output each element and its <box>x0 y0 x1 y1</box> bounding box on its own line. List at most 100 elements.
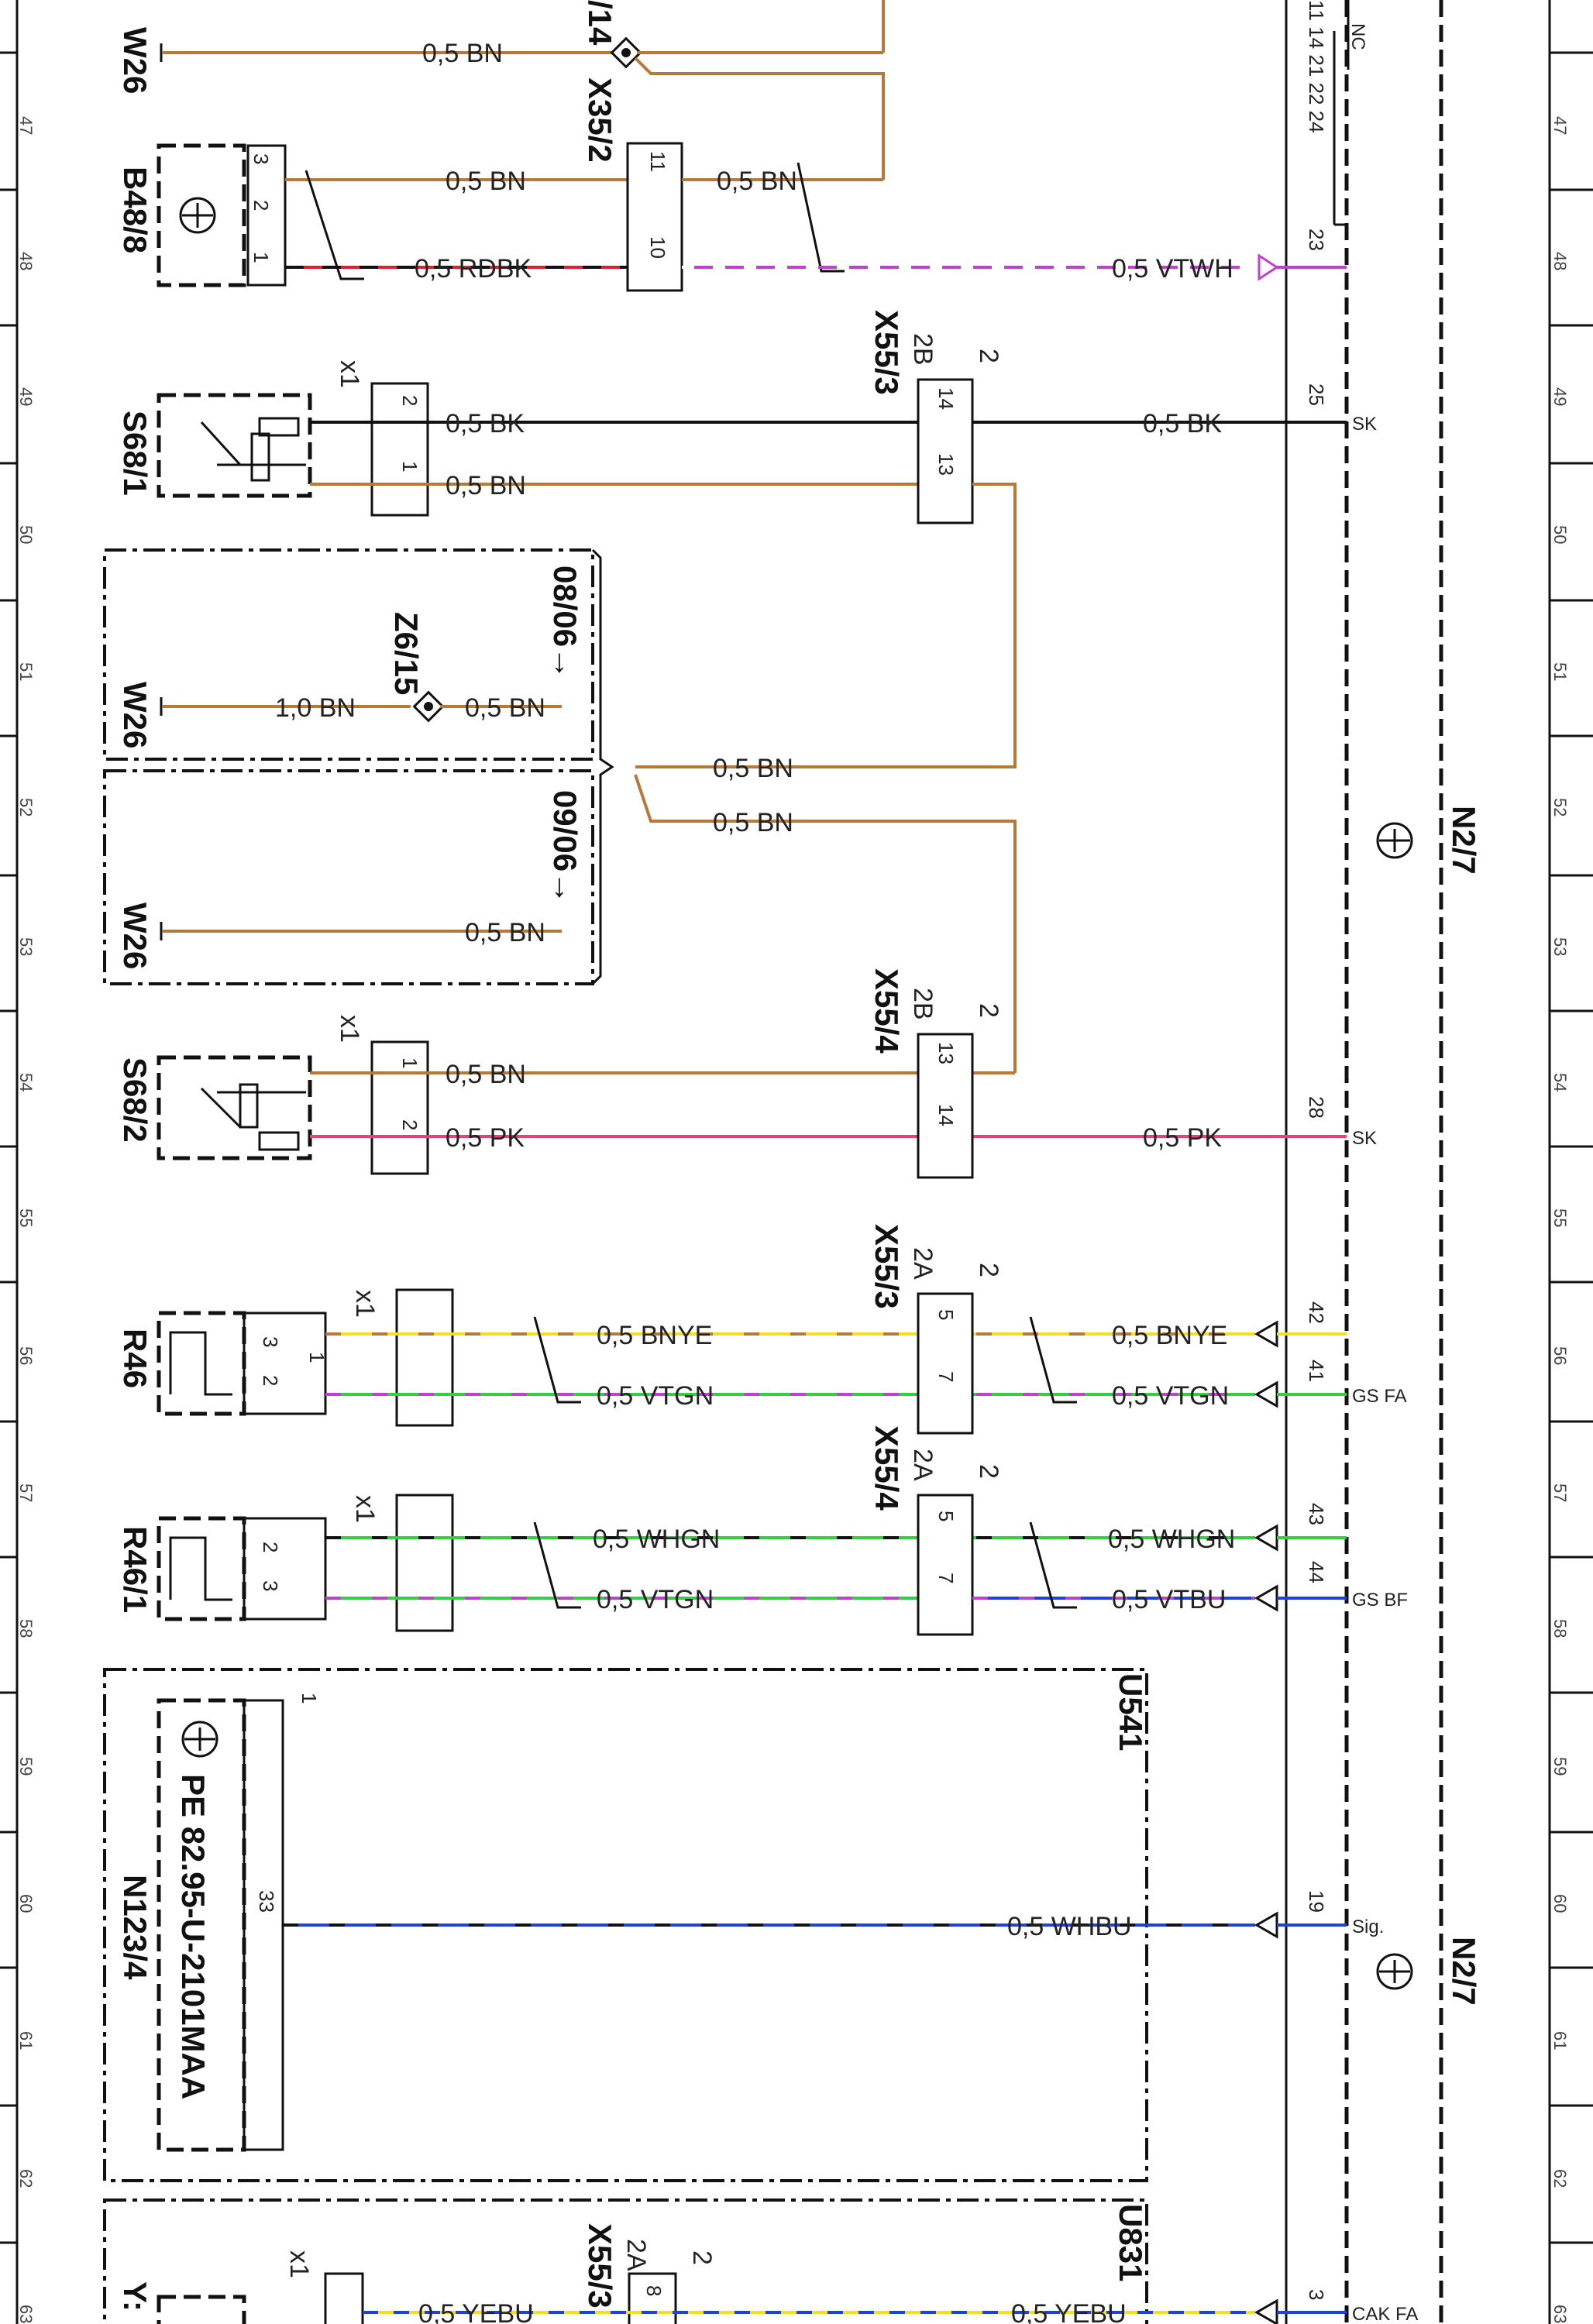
pin-number: 19 <box>1305 1890 1328 1913</box>
signal-label: GS FA <box>1352 1386 1407 1407</box>
wire-label: 0,5 WHBU <box>1007 1912 1132 1941</box>
row-number-49: 49 <box>16 387 36 406</box>
row-number-48-right: 48 <box>1550 252 1570 270</box>
connector-label: 2 <box>687 2250 717 2265</box>
pin-number: 3 <box>1305 2289 1328 2300</box>
x55-3-bottom-label: X55/3 <box>582 2223 618 2309</box>
row-number-62-right: 62 <box>1550 2169 1570 2188</box>
pin-number: 5 <box>934 1309 958 1320</box>
row-number-63-right: 63 <box>1550 2305 1570 2323</box>
wire-label: 0,5 BN <box>713 754 793 783</box>
wire-label: 1,0 BN <box>275 693 356 723</box>
wire-label: 0,5 BK <box>1143 409 1222 438</box>
x55-4-mid-label: X55/4 <box>869 968 905 1054</box>
n123-4-label: N123/4 <box>117 1875 153 1980</box>
wire-label: 0,5 RDBK <box>415 254 532 284</box>
row-number-50: 50 <box>16 525 36 544</box>
u541-box: U541 PE 82.95-U-2101MAA N123/4 1 33 0,5 … <box>103 1668 1384 2182</box>
signal-label: CAK FA <box>1352 2304 1418 2324</box>
connector-label: 2A <box>908 1247 938 1280</box>
r46-1-label: R46/1 <box>117 1526 153 1613</box>
pin-number: 3 <box>249 153 273 164</box>
signal-label: SK <box>1352 1128 1377 1149</box>
row-number-51: 51 <box>16 662 36 681</box>
wire-label: 0,5 YEBU <box>1011 2299 1127 2324</box>
pin-number: 43 <box>1305 1503 1328 1525</box>
wire-label: 0,5 BN <box>465 918 545 947</box>
pin-number: 1 <box>398 1057 421 1068</box>
x35-2-label: X35/2 <box>582 77 618 163</box>
wire-label: 0,5 BN <box>422 39 503 68</box>
pin-number: 8 <box>642 2285 666 2296</box>
connector-label: x1 <box>335 360 364 388</box>
z6-15-label: Z6/15 <box>388 612 425 695</box>
switch-icon <box>200 417 306 482</box>
w26-variant-box-2: W26 0,5 BN 09/06→ <box>103 769 594 985</box>
n2-7-pin-list-top: 11 14 21 22 24 <box>1305 0 1328 133</box>
row-number-63: 63 <box>16 2305 36 2323</box>
w26-top-row: W26 0,5 BN /14 <box>117 0 885 180</box>
b48-8-row: B48/8 3 2 1 0,5 BN 0,5 RDBK X35/2 11 10 … <box>117 77 1347 292</box>
right-row-ruler: 47 48 49 50 51 52 53 54 55 56 57 58 59 6… <box>1548 0 1593 2324</box>
pin-number: 2 <box>398 395 421 406</box>
row-number-54: 54 <box>16 1073 36 1092</box>
pin-number: 42 <box>1305 1301 1328 1324</box>
w26-label-mid: W26 <box>117 682 153 748</box>
wire-label: 0,5 BK <box>446 409 525 438</box>
splice-icon <box>412 690 445 723</box>
pin-number: 28 <box>1305 1096 1328 1119</box>
row-number-47: 47 <box>16 116 36 135</box>
pin-number: 2 <box>259 1542 282 1552</box>
wire-label: 0,5 BN <box>465 693 545 723</box>
connector-label: 2 <box>974 1464 1003 1479</box>
w26-label-low: W26 <box>117 902 153 969</box>
wire-label: 0,5 VTGN <box>597 1585 714 1614</box>
u541-label: U541 <box>1113 1673 1149 1751</box>
pin-number: 13 <box>934 1042 958 1064</box>
pin-number: 1 <box>298 1693 321 1703</box>
row-number-55-right: 55 <box>1550 1208 1570 1227</box>
wire-label: 0,5 WHGN <box>1108 1525 1235 1554</box>
wire-label: 0,5 VTBU <box>1112 1585 1226 1614</box>
row-number-55: 55 <box>16 1208 36 1227</box>
row-number-48: 48 <box>16 252 36 270</box>
u831-box: U831 Y: x1 X55/3 2A 2 8 0,5 YEBU 0,5 YEB… <box>103 2199 1418 2324</box>
pin-number: 7 <box>934 1573 958 1583</box>
pin-number: 2 <box>249 200 273 211</box>
pin-number: 10 <box>646 236 669 259</box>
variant-label-2: 09/06→ <box>547 790 583 904</box>
pin-number: 2 <box>259 1375 282 1386</box>
pin-number: 1 <box>249 252 273 263</box>
row-number-57-right: 57 <box>1550 1483 1570 1502</box>
row-number-56: 56 <box>16 1346 36 1365</box>
n2-7-label-a: N2/7 <box>1446 806 1482 875</box>
r46-label: R46 <box>117 1329 153 1388</box>
row-number-58-right: 58 <box>1550 1619 1570 1638</box>
x55-3-top-label: X55/3 <box>869 310 905 395</box>
pin-number: 41 <box>1305 1360 1328 1382</box>
pin-number: 7 <box>934 1371 958 1382</box>
connector-label: x1 <box>284 2250 314 2278</box>
row-number-52-right: 52 <box>1550 798 1570 816</box>
row-number-53: 53 <box>16 937 36 956</box>
row-number-53-right: 53 <box>1550 937 1570 956</box>
connector-label: x1 <box>350 1495 380 1523</box>
connector-label: x1 <box>335 1015 364 1043</box>
b48-8-label: B48/8 <box>117 167 153 253</box>
pe-reference: PE 82.95-U-2101MAA <box>175 1774 212 2099</box>
wire-label: 0,5 BN <box>717 167 797 196</box>
u831-label: U831 <box>1113 2204 1149 2281</box>
wire-label: 0,5 PK <box>446 1123 525 1153</box>
row-number-61-right: 61 <box>1550 2031 1570 2050</box>
signal-label: SK <box>1352 414 1377 435</box>
connector-label: 2 <box>974 1003 1003 1018</box>
wire-label: 0,5 BN <box>446 471 526 500</box>
row-number-51-right: 51 <box>1550 662 1570 681</box>
x55-4-r46-label: X55/4 <box>869 1425 905 1511</box>
pin-number: 14 <box>934 387 958 410</box>
wire-label: 0,5 BN <box>713 808 793 837</box>
s68-2-label: S68/2 <box>117 1057 153 1143</box>
pin-number: 23 <box>1305 229 1328 251</box>
row-number-57: 57 <box>16 1483 36 1502</box>
connector-label: x1 <box>350 1290 380 1318</box>
